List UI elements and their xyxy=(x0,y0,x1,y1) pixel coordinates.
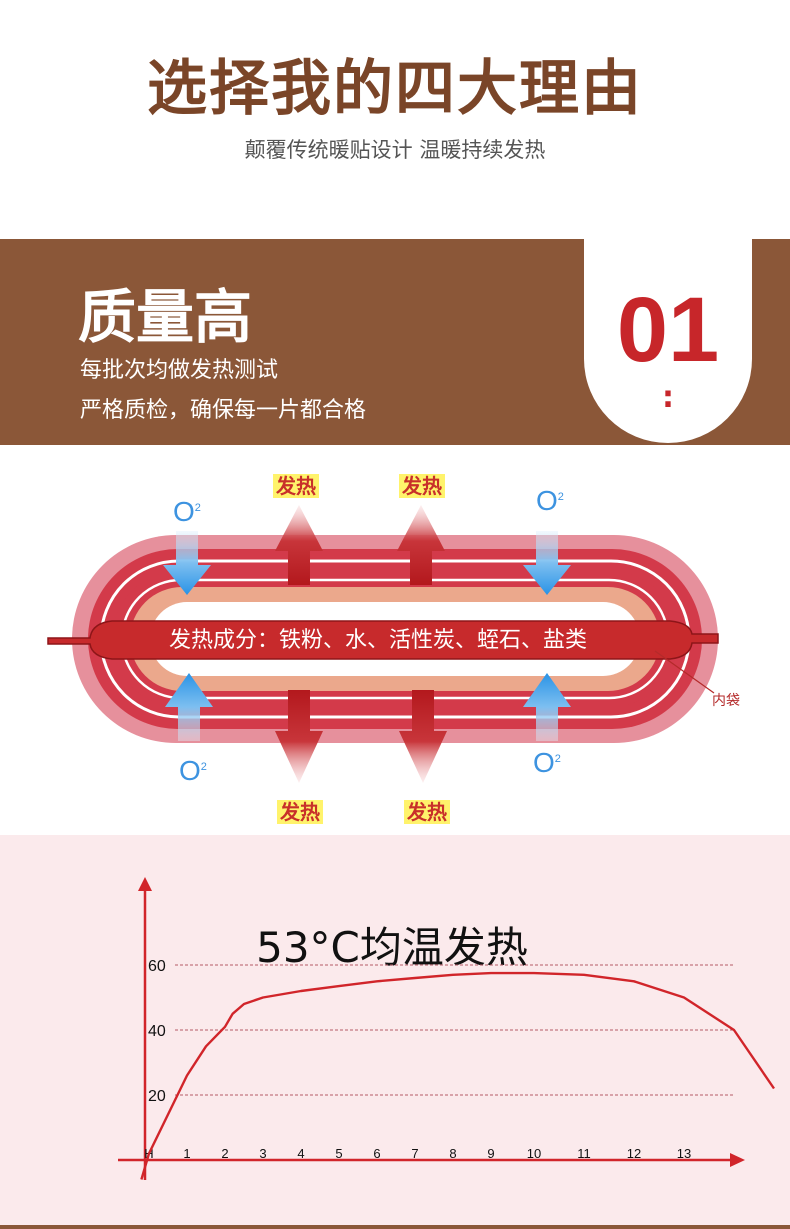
x-axis-arrow xyxy=(730,1153,745,1167)
heat-arrow-down-2 xyxy=(399,690,447,783)
badge-number: 01 xyxy=(616,279,720,381)
heating-diagram xyxy=(47,505,719,783)
y-tick-label: 40 xyxy=(148,1023,166,1040)
heat-label-top-left: 发热 xyxy=(273,474,319,498)
y-axis-arrow xyxy=(138,877,152,891)
number-badge xyxy=(584,239,752,443)
heat-label-bottom-right: 发热 xyxy=(404,800,450,824)
x-tick-label: 1 xyxy=(183,1146,190,1161)
heat-label-top-right: 发热 xyxy=(399,474,445,498)
x-tick-label: 12 xyxy=(627,1146,641,1161)
oxygen-arrow-up-1 xyxy=(165,673,213,741)
feature-line-2: 严格质检，确保每一片都合格 xyxy=(80,398,367,423)
inner-bag-label: 内袋 xyxy=(712,693,740,709)
x-tick-label: 9 xyxy=(487,1146,494,1161)
ingredients-text: 发热成分：铁粉、水、活性炭、蛭石、盐类 xyxy=(168,628,587,653)
oxygen-arrow-down-2 xyxy=(523,531,571,595)
oxygen-label-bottom-right: O2 xyxy=(533,747,561,778)
feature-line-1: 每批次均做发热测试 xyxy=(80,358,279,383)
x-tick-label: 3 xyxy=(259,1146,266,1161)
heat-label-bottom-left: 发热 xyxy=(277,800,323,824)
page-headline: 选择我的四大理由 xyxy=(147,54,643,124)
oxygen-arrow-up-2 xyxy=(523,673,571,741)
x-tick-label: 2 xyxy=(221,1146,228,1161)
chart-title: 53°C均温发热 xyxy=(256,923,528,972)
y-tick-label: 60 xyxy=(148,958,166,975)
x-tick-label: 6 xyxy=(373,1146,380,1161)
heat-arrow-up-1 xyxy=(275,505,323,585)
x-tick-label: 10 xyxy=(527,1146,541,1161)
y-tick-label: 20 xyxy=(148,1088,166,1105)
page-subtitle: 颠覆传统暖贴设计 温暖持续发热 xyxy=(244,138,546,162)
x-tick-label: 8 xyxy=(449,1146,456,1161)
bottom-border xyxy=(0,1225,790,1229)
heat-arrow-up-2 xyxy=(397,505,445,585)
oxygen-arrow-down-1 xyxy=(163,531,211,595)
heat-arrow-down-1 xyxy=(275,690,323,783)
oxygen-label-bottom-left: O2 xyxy=(179,755,207,786)
x-tick-label: 4 xyxy=(297,1146,304,1161)
temperature-curve xyxy=(140,971,775,1180)
x-tick-label: 7 xyxy=(411,1146,418,1161)
x-tick-label: 13 xyxy=(677,1146,691,1161)
chart-background xyxy=(0,835,790,1229)
badge-colon: : xyxy=(662,380,674,415)
feature-title: 质量高 xyxy=(78,283,253,351)
oxygen-label-top-right: O2 xyxy=(536,485,564,516)
x-tick-label: 5 xyxy=(335,1146,342,1161)
inner-bag xyxy=(47,620,719,694)
x-tick-label: 11 xyxy=(577,1146,591,1161)
oxygen-label-top-left: O2 xyxy=(173,496,201,527)
